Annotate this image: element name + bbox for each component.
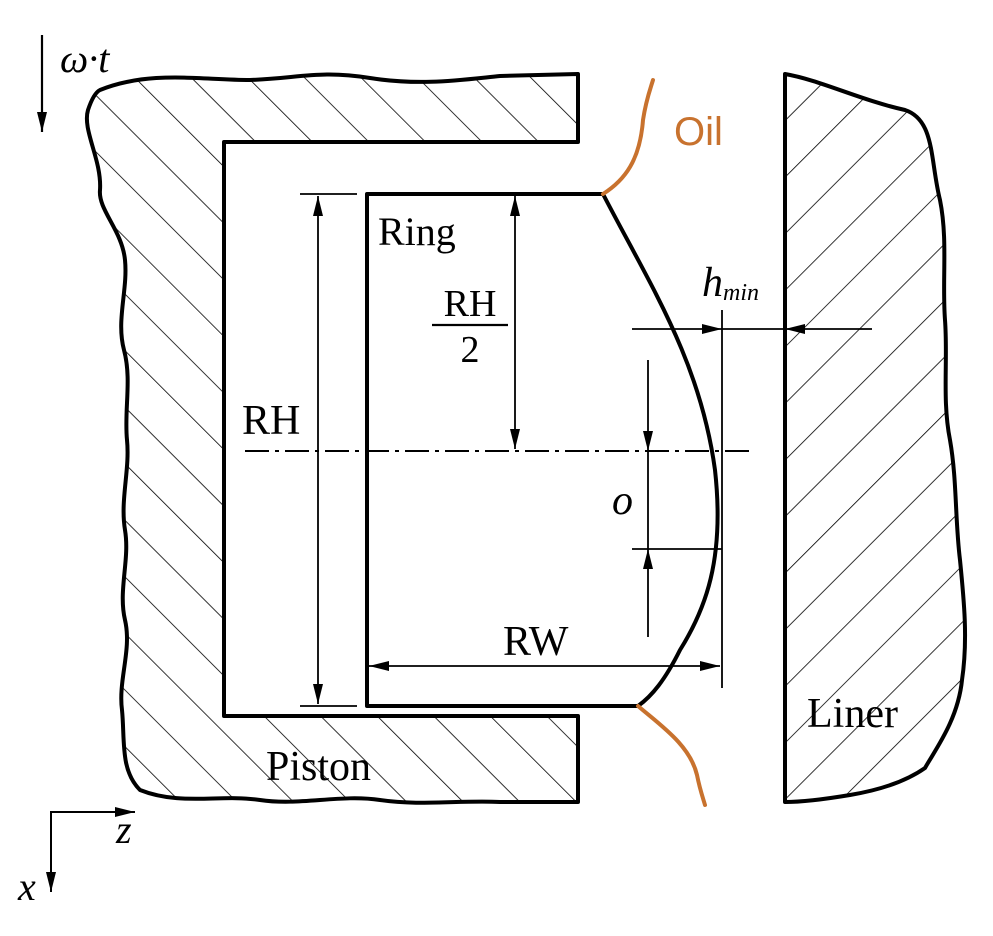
hmin-label: hmin [702,260,759,306]
o-label: o [612,478,633,524]
oil-label: Oil [674,110,723,154]
rh-label: RH [242,398,300,444]
piston-label: Piston [266,744,371,790]
hmin-subscript: min [723,280,759,306]
liner-label: Liner [807,691,898,737]
oil-film-lower [636,704,707,807]
omega-t-label: ω·t [60,36,110,81]
ring-label: Ring [378,209,456,254]
piston-body [84,72,580,805]
rh-half-denominator: 2 [461,329,480,371]
hmin-base: h [702,260,723,306]
rh-half-numerator: RH [444,283,497,325]
oil-film-upper [601,78,655,196]
z-axis-label: z [115,807,132,852]
rw-label: RW [503,619,569,665]
x-axis-label: x [17,864,36,909]
liner-body [783,72,968,804]
